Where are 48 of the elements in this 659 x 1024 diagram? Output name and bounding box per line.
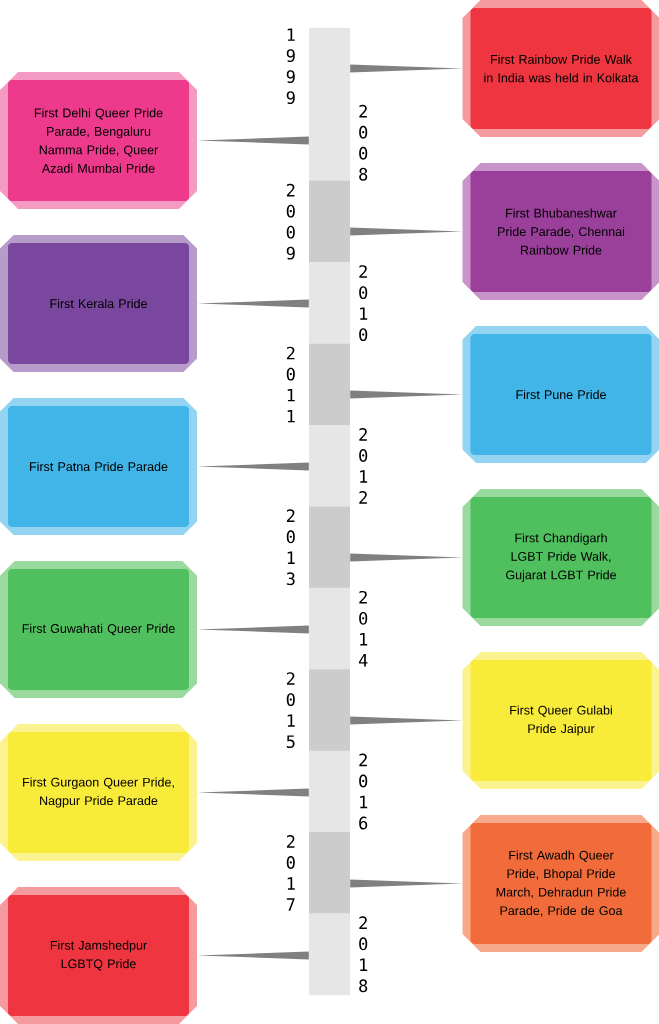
event-card: First Pune Pride [462, 326, 659, 463]
event-card: First Kerala Pride [0, 235, 197, 372]
pointer [350, 227, 463, 236]
event-card: First Bhubaneshwar Pride Parade, Chennai Rainbow Pride [462, 163, 659, 300]
pointer [350, 553, 463, 562]
timeline-segment [309, 343, 350, 426]
pointer [350, 879, 463, 888]
pointer [350, 390, 463, 399]
year-label: 2011 [286, 346, 295, 423]
timeline-segment [309, 104, 350, 182]
year-label: 2010 [359, 265, 368, 341]
timeline-segment [309, 669, 350, 751]
year-label: 2015 [286, 672, 295, 748]
year-label: 2016 [359, 753, 368, 830]
year-label: 2017 [286, 835, 295, 911]
event-card: First Chandigarh LGBT Pride Walk, Gujarat LGBT Pride [462, 489, 659, 626]
timeline-segment [309, 506, 350, 589]
year-label: 2013 [286, 509, 295, 586]
timeline-segment [309, 180, 350, 263]
pointer [197, 788, 309, 797]
timeline-segment [309, 262, 350, 344]
event-card: First Queer Gulabi Pride Jaipur [462, 652, 659, 789]
timeline-segment [309, 425, 350, 507]
pointer [197, 625, 309, 634]
timeline-segment [309, 587, 350, 670]
event-card: First Awadh Queer Pride, Bhopal Pride March, Dehradun Pride Parade, Pride de Goa [462, 815, 659, 952]
pointer [197, 462, 309, 471]
event-card: First Rainbow Pride Walk in India was held in Kolkata [462, 0, 659, 137]
pointer [197, 136, 309, 145]
year-label: 2014 [358, 590, 368, 667]
event-card: First Jamshedpur LGBTQ Pride [0, 887, 197, 1024]
year-label: 2009 [286, 183, 295, 260]
pointer [197, 951, 309, 960]
event-card: First Guwahati Queer Pride [0, 561, 197, 698]
pointer [350, 716, 463, 725]
year-label: 1999 [286, 28, 295, 105]
timeline-segment [309, 832, 350, 914]
timeline-segment [309, 27, 350, 105]
pointer [350, 64, 463, 73]
event-card: First Patna Pride Parade [0, 398, 197, 535]
pointer [197, 299, 309, 308]
year-label: 2018 [359, 916, 368, 993]
event-card: First Gurgaon Queer Pride, Nagpur Pride Parade [0, 724, 197, 861]
timeline-segment [309, 913, 350, 996]
timeline-segment [309, 750, 350, 833]
year-label: 2012 [359, 428, 368, 504]
year-label: 2008 [359, 104, 368, 181]
event-card: First Delhi Queer Pride Parade, Bengaluru Namma Pride, Queer Azadi Mumbai Pride [0, 72, 197, 209]
